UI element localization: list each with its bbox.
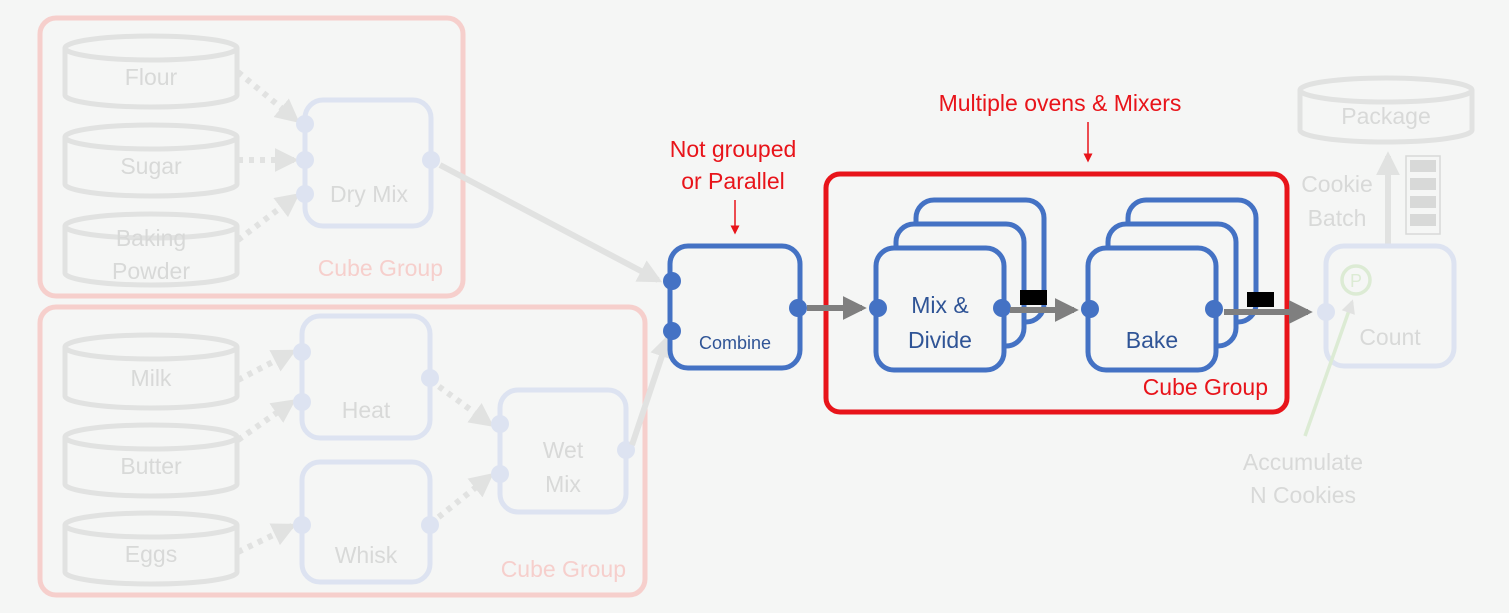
count-label: Count xyxy=(1359,324,1421,350)
wet-mix-label-1: Wet xyxy=(543,437,584,463)
mix-divide-buffer-icon xyxy=(1020,290,1047,305)
wet-mix-label-2: Mix xyxy=(545,471,581,497)
mix-divide-label-1: Mix & xyxy=(911,292,969,318)
source-flour xyxy=(62,33,240,110)
bake-buffer-icon xyxy=(1247,292,1274,307)
top-cube-group-label: Cube Group xyxy=(318,255,443,281)
source-butter xyxy=(62,422,240,499)
accumulate-label-2: N Cookies xyxy=(1250,482,1356,508)
cookie-batch-label-1: Cookie xyxy=(1301,171,1373,197)
faded-solid-connectors xyxy=(438,162,674,446)
source-baking-powder-label-1: Baking xyxy=(116,225,186,251)
dry-mix-cube xyxy=(302,97,434,229)
combine-ports xyxy=(663,272,807,340)
source-baking-powder xyxy=(62,211,240,288)
source-eggs-label: Eggs xyxy=(125,541,177,567)
batch-queue-icon xyxy=(1405,155,1441,235)
highlighted-cube-group-label: Cube Group xyxy=(1143,374,1268,400)
package-output xyxy=(1297,75,1475,145)
multiple-ovens-note: Multiple ovens & Mixers xyxy=(939,90,1182,116)
highlighted-cube-group xyxy=(823,171,1290,415)
not-grouped-note-1: Not grouped xyxy=(670,136,797,162)
dry-mix-label: Dry Mix xyxy=(330,181,408,207)
mix-divide-label-2: Divide xyxy=(908,327,972,353)
mix-divide-ports xyxy=(869,299,1011,317)
source-milk xyxy=(62,332,240,411)
accumulate-label-1: Accumulate xyxy=(1243,449,1363,475)
package-label: Package xyxy=(1341,103,1431,129)
bottom-cube-group-box xyxy=(37,304,648,598)
whisk-label: Whisk xyxy=(335,542,398,568)
source-eggs xyxy=(62,510,240,587)
mix-divide-stack xyxy=(873,197,1047,373)
count-parameter-label: P xyxy=(1350,271,1362,291)
bake-ports xyxy=(1081,300,1223,318)
count-input-port xyxy=(1317,303,1335,321)
source-baking-powder-label-2: Powder xyxy=(112,258,190,284)
not-grouped-note-2: or Parallel xyxy=(681,168,785,194)
dry-mix-ports xyxy=(296,115,440,203)
count-parameter-port xyxy=(1340,264,1372,296)
top-cube-group-box xyxy=(37,15,466,299)
source-sugar xyxy=(62,122,240,199)
bottom-cube-group-label: Cube Group xyxy=(501,556,626,582)
bake-stack xyxy=(1085,197,1259,373)
combine-label: Combine xyxy=(699,333,771,353)
whisk-ports xyxy=(293,516,439,534)
heat-ports xyxy=(293,343,439,411)
heat-label: Heat xyxy=(342,397,391,423)
source-flour-label: Flour xyxy=(125,64,178,90)
bake-label: Bake xyxy=(1126,327,1178,353)
accumulate-pointer xyxy=(1303,299,1355,437)
source-sugar-label: Sugar xyxy=(120,153,182,179)
faded-dotted-connectors xyxy=(236,69,494,555)
source-butter-label: Butter xyxy=(120,453,182,479)
cookie-batch-label-2: Batch xyxy=(1308,205,1367,231)
wet-mix-ports xyxy=(491,415,635,483)
source-milk-label: Milk xyxy=(131,365,172,391)
